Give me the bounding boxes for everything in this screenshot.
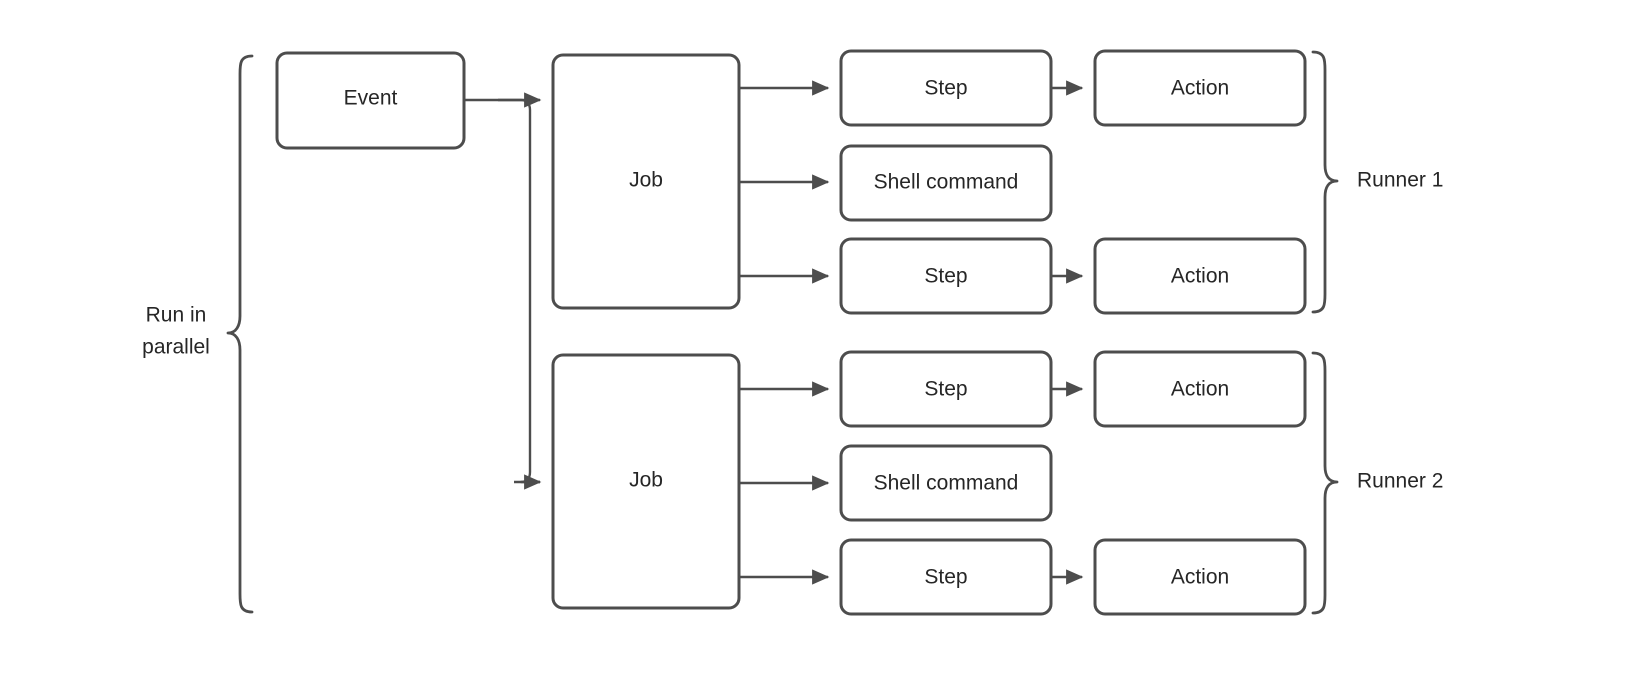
- node-runner2-action-1[interactable]: Action: [1093, 350, 1307, 428]
- left-brace-icon: [226, 54, 254, 614]
- job-2-label: Job: [629, 469, 663, 492]
- job-2-box[interactable]: [551, 353, 741, 610]
- runner2-step-3-label: Step: [924, 566, 967, 589]
- runner1-action-3-label: Action: [1171, 265, 1229, 288]
- runner-2-group: Runner 2: [1311, 351, 1443, 615]
- node-runner1-action-1[interactable]: Action: [1093, 49, 1307, 127]
- runner2-action-1-box[interactable]: [1093, 350, 1307, 428]
- node-runner1-step-1[interactable]: Step: [839, 49, 1053, 127]
- runner-2-brace-icon: [1311, 351, 1339, 615]
- runner2-shell-command-box[interactable]: [839, 444, 1053, 522]
- node-runner1-step-3[interactable]: Step: [839, 237, 1053, 315]
- edge-event-to-job2: [498, 98, 542, 490]
- run-in-parallel-label-line1: Run in: [146, 304, 207, 327]
- job-1-label: Job: [629, 169, 663, 192]
- runner2-action-3-box[interactable]: [1093, 538, 1307, 616]
- node-runner2-shell-command[interactable]: Shell command: [839, 444, 1053, 522]
- node-runner1-shell-command[interactable]: Shell command: [839, 144, 1053, 222]
- runner1-action-1-box[interactable]: [1093, 49, 1307, 127]
- node-job-1[interactable]: Job: [551, 53, 741, 310]
- event-label: Event: [344, 87, 398, 110]
- runner2-action-1-label: Action: [1171, 378, 1229, 401]
- runner-1-group: Runner 1: [1311, 50, 1443, 314]
- node-runner1-action-3[interactable]: Action: [1093, 237, 1307, 315]
- runner1-step-3-label: Step: [924, 265, 967, 288]
- node-runner2-step-3[interactable]: Step: [839, 538, 1053, 616]
- runner2-shell-command-label: Shell command: [874, 472, 1019, 495]
- runner-2-label: Runner 2: [1357, 470, 1443, 493]
- runner1-shell-command-box[interactable]: [839, 144, 1053, 222]
- run-in-parallel-group: Run in parallel: [142, 54, 254, 614]
- runner2-step-1-label: Step: [924, 378, 967, 401]
- node-runner2-step-1[interactable]: Step: [839, 350, 1053, 428]
- runner1-step-1-label: Step: [924, 77, 967, 100]
- node-runner2-action-3[interactable]: Action: [1093, 538, 1307, 616]
- run-in-parallel-label-line2: parallel: [142, 336, 210, 359]
- runner1-action-3-box[interactable]: [1093, 237, 1307, 315]
- node-event[interactable]: Event: [275, 51, 466, 150]
- runner1-shell-command-label: Shell command: [874, 171, 1019, 194]
- runner2-action-3-label: Action: [1171, 566, 1229, 589]
- runner-1-label: Runner 1: [1357, 169, 1443, 192]
- runner-1-brace-icon: [1311, 50, 1339, 314]
- node-job-2[interactable]: Job: [551, 353, 741, 610]
- runner1-action-1-label: Action: [1171, 77, 1229, 100]
